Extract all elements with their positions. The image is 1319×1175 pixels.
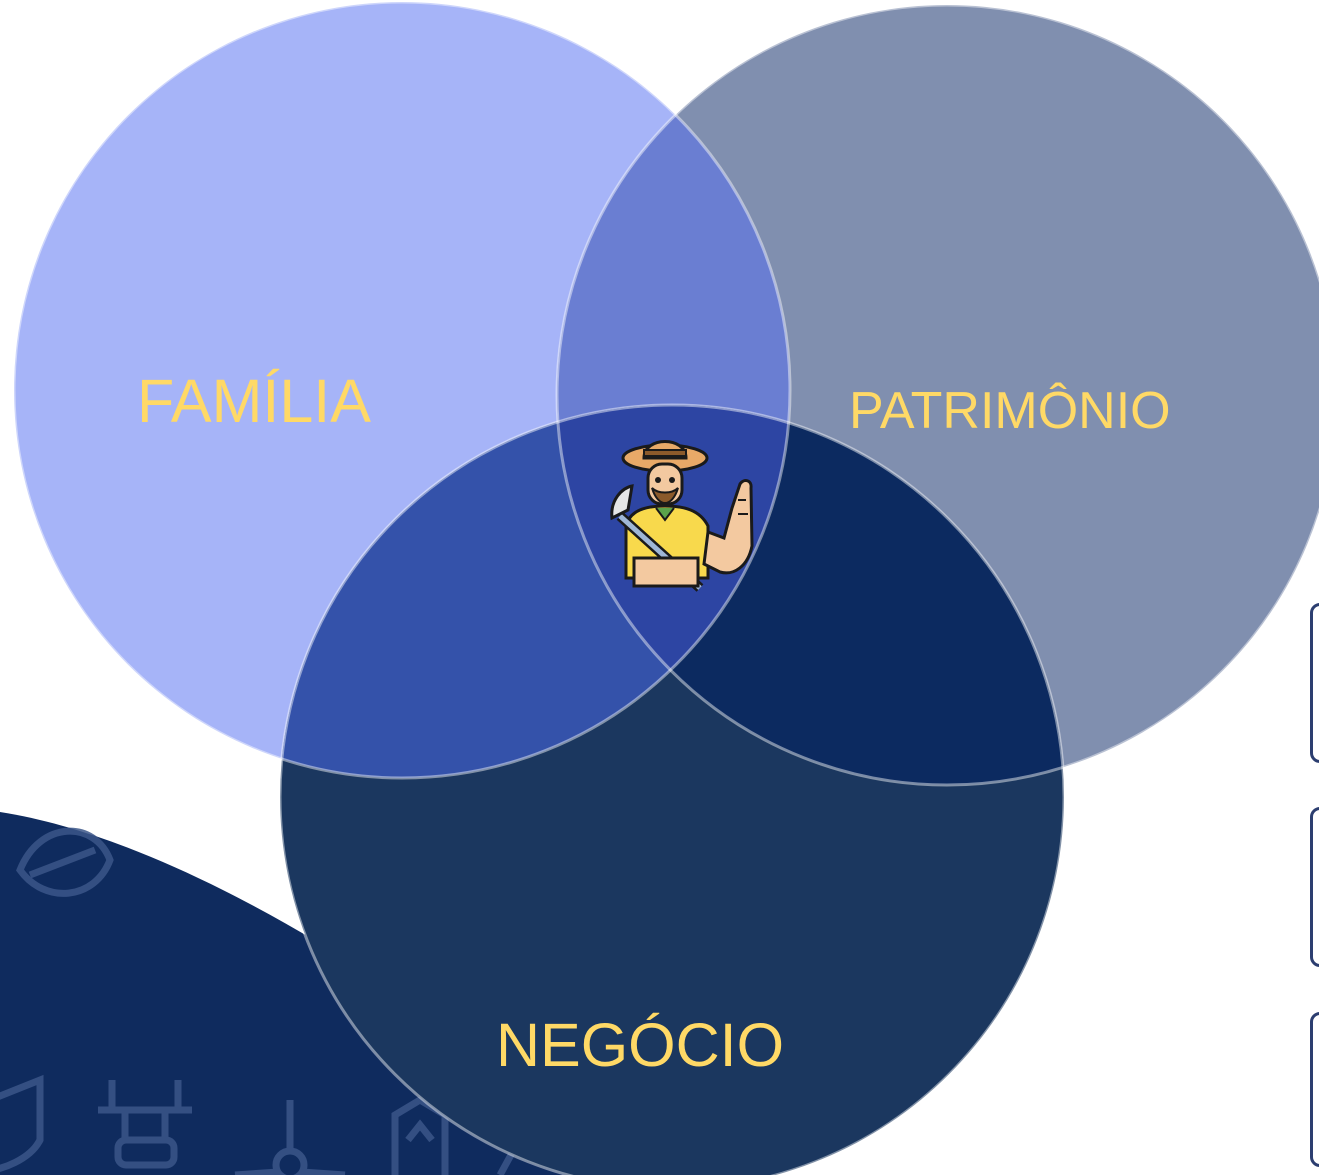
leaf-icon	[16, 827, 114, 897]
circle-outlines	[12, 0, 1319, 1175]
plug-icon	[98, 1080, 192, 1169]
side-card-3	[1310, 1012, 1319, 1167]
overlap-family-business	[280, 405, 790, 778]
label-patrimony: PATRIMÔNIO	[849, 382, 1171, 440]
side-card-1	[1310, 603, 1319, 763]
farmer-icon	[610, 440, 754, 592]
barn-icon	[391, 1095, 449, 1175]
label-business: NEGÓCIO	[496, 1011, 785, 1079]
shield-icon	[0, 1074, 44, 1172]
side-card-2	[1310, 807, 1319, 967]
label-family: FAMÍLIA	[137, 367, 371, 435]
overlap-patrimony-business	[557, 405, 1064, 785]
